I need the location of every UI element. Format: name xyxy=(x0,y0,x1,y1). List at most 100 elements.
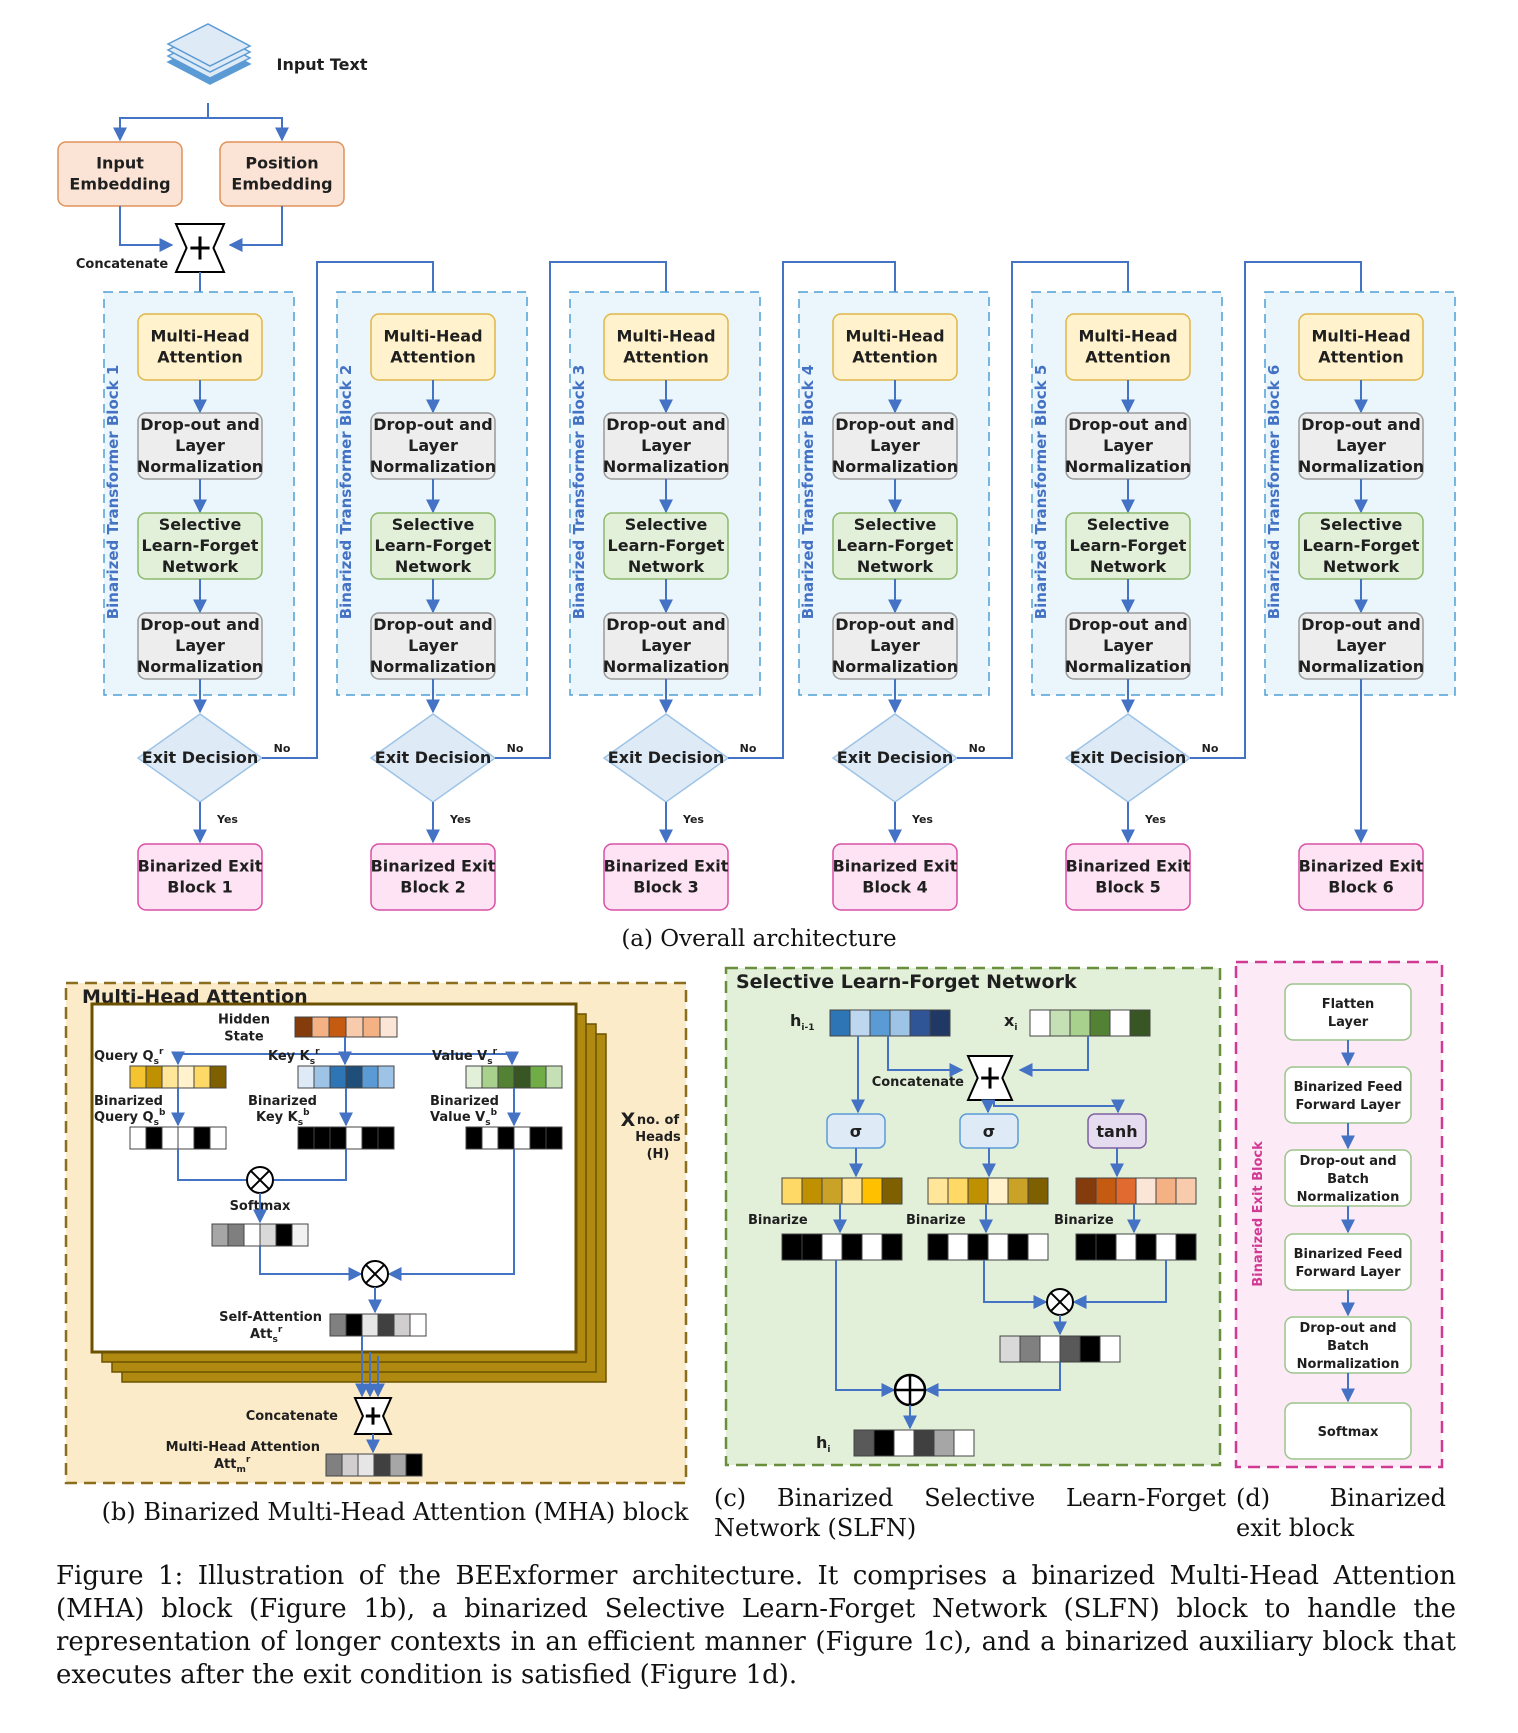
slfn-box-text: Network xyxy=(162,557,239,576)
exit-layer-text: Forward Layer xyxy=(1295,1265,1401,1280)
binarized-query-vector-cell xyxy=(193,1126,211,1150)
binarize-label-2: Binarize xyxy=(906,1213,966,1228)
key-vector-cell xyxy=(361,1065,379,1089)
transformer-block-1: Binarized Transformer Block 1Multi-HeadA… xyxy=(103,261,440,911)
hidden-state-vector-cell xyxy=(294,1016,313,1038)
slfn-box-text: Selective xyxy=(392,515,475,534)
binarized-vector-3-cell xyxy=(1115,1233,1137,1261)
exit-layer-box xyxy=(1284,1066,1412,1124)
h-prev-vector-cell xyxy=(909,1009,931,1037)
norm-box-1-text: Drop-out and xyxy=(1301,415,1421,434)
binarized-exit-box-text: Binarized Exit xyxy=(371,857,496,876)
binarized-exit-box-text: Block 6 xyxy=(1328,878,1394,897)
label-main: Query Q xyxy=(94,1110,154,1125)
sigma2-output-vector-cell xyxy=(1007,1177,1029,1205)
label-sup: r xyxy=(159,1047,164,1057)
slfn-box-text: Selective xyxy=(625,515,708,534)
slfn-box-text: Network xyxy=(857,557,934,576)
hidden-state-vector-cell xyxy=(345,1016,364,1038)
product-vector-cell xyxy=(1019,1335,1041,1363)
exit-layer-text: Flatten xyxy=(1322,997,1375,1012)
binarized-key-vector-cell xyxy=(361,1126,379,1150)
norm-box-2-text: Layer xyxy=(1103,636,1153,655)
head-sheet-main xyxy=(90,1002,578,1354)
document-icon xyxy=(166,23,252,85)
x-vector-cell xyxy=(1129,1009,1151,1037)
edge-hidden-to-query xyxy=(171,1037,346,1066)
sigma1-output-vector-cell xyxy=(781,1177,803,1205)
label-with-subscript: xi xyxy=(1004,1011,1017,1033)
mha-output-vector-cell xyxy=(389,1453,407,1477)
exit-decision-label: Exit Decision xyxy=(1070,748,1186,767)
transformer-block-label: Binarized Transformer Block 1 xyxy=(104,365,122,620)
exit-layer-text: Binarized Feed xyxy=(1294,1247,1403,1262)
query-vector-cell xyxy=(145,1065,163,1089)
edge-bk-to-mul xyxy=(274,1149,347,1181)
slfn-box-text: Selective xyxy=(854,515,937,534)
self-attention-vector-cell xyxy=(361,1313,379,1337)
label-main: Query Q xyxy=(94,1049,154,1064)
label-with-subscript: Key Ksr xyxy=(268,1047,320,1067)
label-sub: s xyxy=(154,1118,159,1128)
value-vector-cell xyxy=(529,1065,547,1089)
binarized-exit-box-text: Binarized Exit xyxy=(1299,857,1424,876)
h-prev-vector-cell xyxy=(849,1009,871,1037)
exit-decision-label: Exit Decision xyxy=(608,748,724,767)
binarized-vector-2-cell xyxy=(1027,1233,1049,1261)
label-with-subscript: Value Vsr xyxy=(432,1047,498,1067)
norm-box-2-text: Drop-out and xyxy=(373,615,493,634)
edge-concat-to-tanh xyxy=(993,1099,1125,1114)
matmul-qk-icon-x2 xyxy=(250,1170,270,1190)
tanh-output-vector-cell xyxy=(1075,1177,1097,1205)
no-label: No xyxy=(740,742,757,755)
x-vector-cell xyxy=(1109,1009,1131,1037)
edge-no-to-next-block xyxy=(728,261,902,759)
norm-box-2-text: Layer xyxy=(641,636,691,655)
norm-box-1-text: Drop-out and xyxy=(606,415,726,434)
sigma1-output-vector-cell xyxy=(801,1177,823,1205)
label-main: Key K xyxy=(268,1049,311,1064)
h-output-vector-cell xyxy=(933,1429,955,1457)
exit-layer-text: Binarized Feed xyxy=(1294,1080,1403,1095)
binarized-query-vector-cell xyxy=(177,1126,195,1150)
label-sub: i-1 xyxy=(801,1023,814,1033)
binarized-exit-box-text: Block 1 xyxy=(167,878,233,897)
mha-box-text: Attention xyxy=(623,348,708,367)
sigma1-output-vector-cell xyxy=(861,1177,883,1205)
binarized-exit-box xyxy=(1065,843,1191,911)
mha-output-vector-cell xyxy=(405,1453,423,1477)
mha-box-text: Multi-Head xyxy=(1078,327,1177,346)
sigma1-output-vector-cell xyxy=(821,1177,843,1205)
binarized-value-vector-cell xyxy=(545,1126,563,1150)
exit-layer-text: Layer xyxy=(1328,1015,1369,1030)
transformer-block-5: Binarized Transformer Block 5Multi-HeadA… xyxy=(1031,261,1368,911)
softmax-vector-cell xyxy=(259,1223,277,1247)
h-output-vector-cell xyxy=(893,1429,915,1457)
exit-decision-label: Exit Decision xyxy=(142,748,258,767)
binarized-query-vector-cell xyxy=(161,1126,179,1150)
self-attention-vector-cell xyxy=(377,1313,395,1337)
binarized-key-label: Binarized xyxy=(248,1094,317,1109)
binarized-value-vector-cell xyxy=(465,1126,483,1150)
binarized-exit-box-text: Block 2 xyxy=(400,878,466,897)
slfn-box-text: Learn-Forget xyxy=(1303,536,1420,555)
label-sup: r xyxy=(315,1047,320,1057)
norm-box-1-text: Normalization xyxy=(1065,457,1191,476)
hidden-state-vector-cell xyxy=(311,1016,330,1038)
binarized-value-vector-cell xyxy=(513,1126,531,1150)
binarized-exit-box xyxy=(603,843,729,911)
slfn-box-text: Learn-Forget xyxy=(142,536,259,555)
binarized-exit-box-text: Block 4 xyxy=(862,878,928,897)
yes-label: Yes xyxy=(216,813,238,826)
tanh-output-vector-cell xyxy=(1095,1177,1117,1205)
edge-no-to-next-block xyxy=(957,261,1135,759)
sigma1-output-vector-cell xyxy=(881,1177,903,1205)
norm-box-2-text: Drop-out and xyxy=(606,615,726,634)
label-with-subscript: hi xyxy=(816,1433,830,1455)
norm-box-2-text: Normalization xyxy=(1065,657,1191,676)
binarized-exit-box xyxy=(137,843,263,911)
h-output-vector-cell xyxy=(873,1429,895,1457)
